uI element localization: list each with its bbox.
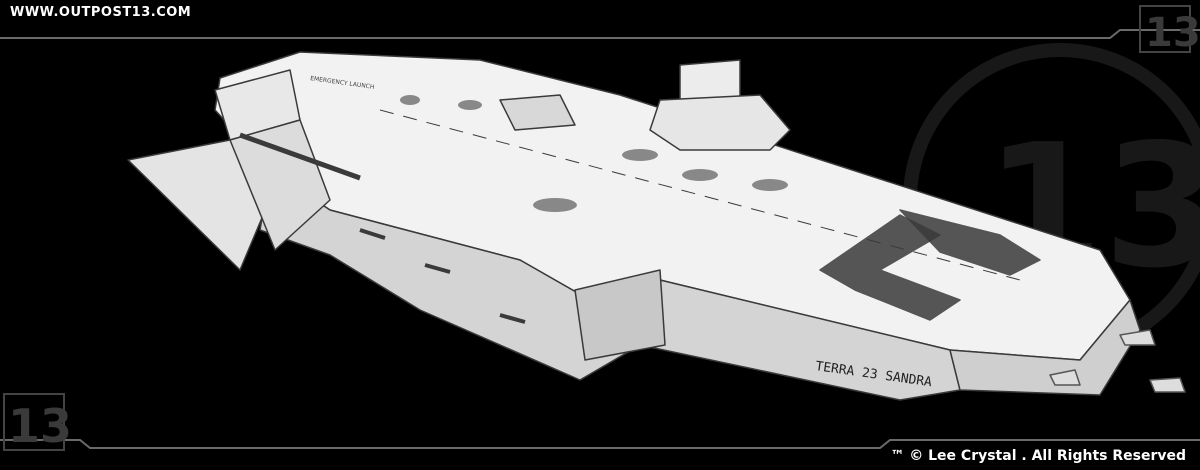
spaceship-sketch (127, 51, 1186, 401)
site-url: WWW.OUTPOST13.COM (10, 5, 192, 20)
logo-top-right: 13 (1139, 5, 1200, 56)
logo-text-top: 13 (1145, 10, 1200, 56)
copyright-notice: ™ © Lee Crystal . All Rights Reserved (890, 448, 1186, 464)
frame-lines (0, 29, 1200, 449)
logo-text-bottom: 13 (8, 399, 72, 453)
logo-bottom-left: 13 (3, 393, 72, 453)
